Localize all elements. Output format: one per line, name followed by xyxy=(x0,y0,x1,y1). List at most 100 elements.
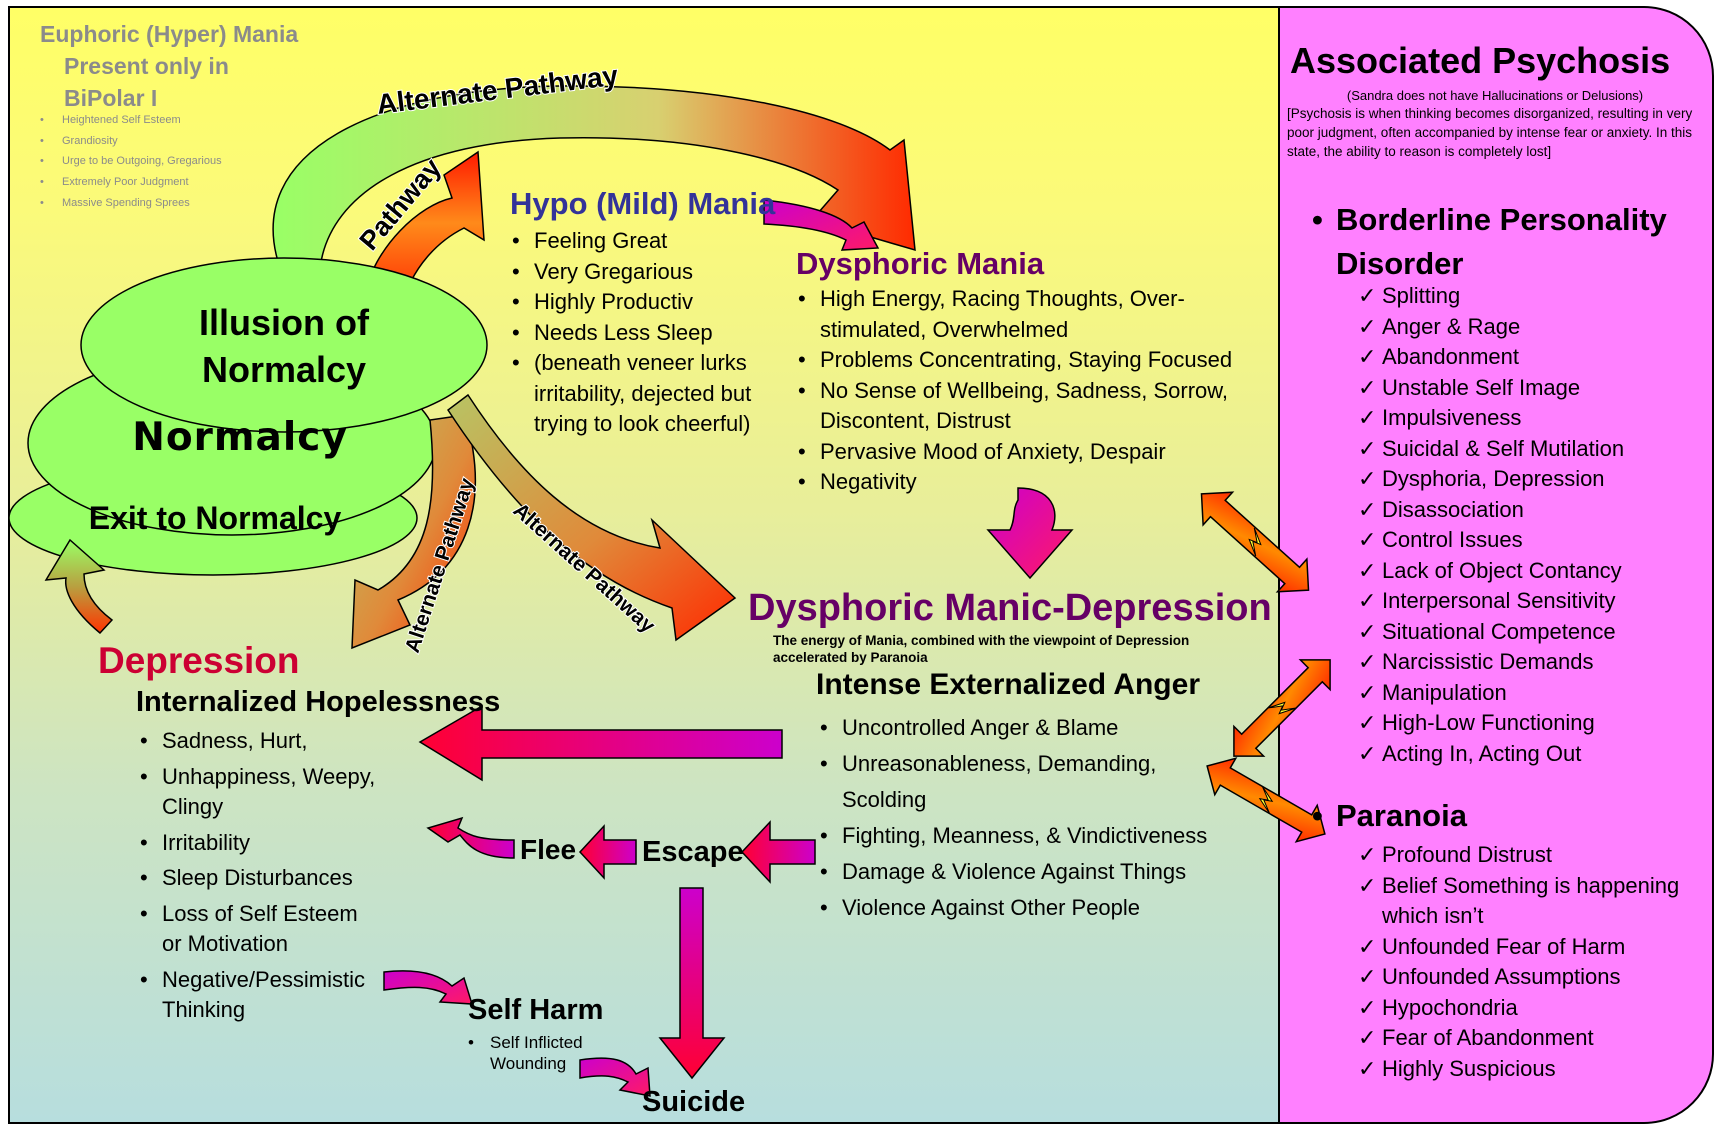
dmd-title: Dysphoric Manic-Depression xyxy=(748,587,1272,629)
list-item: Narcissistic Demands xyxy=(1358,647,1688,678)
euphoric-line2: Present only in xyxy=(64,53,229,79)
list-item: Violence Against Other People xyxy=(818,890,1238,926)
list-item: Pervasive Mood of Anxiety, Despair xyxy=(796,437,1234,468)
self-harm-list: Self Inflicted Wounding xyxy=(466,1032,616,1074)
psychosis-title: Associated Psychosis xyxy=(1290,40,1671,81)
euphoric-line3: BiPolar I xyxy=(64,85,158,111)
hypo-mania-title: Hypo (Mild) Mania xyxy=(510,186,776,221)
escape-to-flee-arrow xyxy=(578,824,637,880)
list-item: Unfounded Fear of Harm xyxy=(1358,932,1688,963)
list-item: Urge to be Outgoing, Gregarious xyxy=(38,151,278,172)
list-item: Massive Spending Sprees xyxy=(38,193,278,214)
list-item: Interpersonal Sensitivity xyxy=(1358,586,1688,617)
to-self-harm-arrow xyxy=(383,970,474,1005)
list-item: Unreasonableness, Demanding, Scolding xyxy=(818,746,1238,818)
list-item: Impulsiveness xyxy=(1358,403,1688,434)
list-item: Unfounded Assumptions xyxy=(1358,962,1688,993)
list-item: Very Gregarious xyxy=(510,257,810,288)
list-item: Negative/Pessimistic Thinking xyxy=(138,965,392,1026)
euphoric-list: Heightened Self Esteem Grandiosity Urge … xyxy=(38,110,278,214)
list-item: Feeling Great xyxy=(510,226,810,257)
dysphoric-mania-list: High Energy, Racing Thoughts, Over-stimu… xyxy=(796,284,1234,498)
bpd-title: Borderline Personality Disorder xyxy=(1336,202,1667,281)
bpd-list: Splitting Anger & Rage Abandonment Unsta… xyxy=(1358,281,1688,769)
pathway-arrow xyxy=(361,150,485,311)
list-item: Negativity xyxy=(796,467,1234,498)
list-item: Self Inflicted Wounding xyxy=(466,1032,616,1074)
flee-out-arrow xyxy=(426,816,515,859)
escape-to-suicide-arrow xyxy=(658,887,726,1080)
alternate-pathway-dmd-arrow xyxy=(446,393,737,642)
suicide-label: Suicide xyxy=(642,1086,746,1118)
list-item: Grandiosity xyxy=(38,131,278,152)
flee-label: Flee xyxy=(520,834,577,865)
exit-to-normalcy-label: Exit to Normalcy xyxy=(88,500,342,536)
bullet-icon: • xyxy=(1312,202,1323,237)
list-item: Highly Productiv xyxy=(510,287,810,318)
illusion-of-normalcy-label: Illusion of Normalcy xyxy=(199,302,369,390)
lightning-arrow-1 xyxy=(1200,491,1310,593)
dysphoric-mania-title: Dysphoric Mania xyxy=(796,246,1045,281)
bpd-block: • Borderline Personality Disorder xyxy=(1312,198,1692,286)
exit-arrow xyxy=(44,538,114,635)
list-item: Abandonment xyxy=(1358,342,1688,373)
depression-list: Sadness, Hurt, Unhappiness, Weepy, Cling… xyxy=(138,726,438,1026)
list-item: Splitting xyxy=(1358,281,1688,312)
lightning-arrow-2 xyxy=(1233,659,1331,757)
dysphoric-to-dmd-arrow xyxy=(986,487,1074,580)
list-item: Extremely Poor Judgment xyxy=(38,172,278,193)
bullet-icon: • xyxy=(1312,798,1323,833)
list-item: Problems Concentrating, Staying Focused xyxy=(796,345,1234,376)
dmd-subtitle: The energy of Mania, combined with the v… xyxy=(773,633,1190,665)
paranoia-block: • Paranoia xyxy=(1312,798,1692,834)
list-item: Unhappiness, Weepy, Clingy xyxy=(138,762,438,823)
list-item: Disassociation xyxy=(1358,495,1688,526)
list-item: Sadness, Hurt, xyxy=(138,726,438,757)
escape-label: Escape xyxy=(642,836,744,868)
list-item: Belief Something is happening which isn’… xyxy=(1358,871,1688,932)
self-harm-label: Self Harm xyxy=(468,994,604,1026)
list-item: Acting In, Acting Out xyxy=(1358,739,1688,770)
depression-subtitle: Internalized Hopelessness xyxy=(136,686,501,718)
list-item: Profound Distrust xyxy=(1358,840,1688,871)
paranoia-list: Profound Distrust Belief Something is ha… xyxy=(1358,840,1688,1084)
illusion-ellipse xyxy=(80,257,488,433)
list-item: Loss of Self Esteem or Motivation xyxy=(138,899,372,960)
list-item: Highly Suspicious xyxy=(1358,1054,1688,1085)
list-item: Hypochondria xyxy=(1358,993,1688,1024)
list-item: Dysphoria, Depression xyxy=(1358,464,1688,495)
anger-title: Intense Externalized Anger xyxy=(816,668,1200,701)
list-item: Fighting, Meanness, & Vindictiveness xyxy=(818,818,1238,854)
list-item: Anger & Rage xyxy=(1358,312,1688,343)
depression-title: Depression xyxy=(98,640,300,681)
list-item: Sleep Disturbances xyxy=(138,863,438,894)
psychosis-description: [Psychosis is when thinking becomes diso… xyxy=(1287,106,1693,159)
to-escape-arrow xyxy=(740,820,816,884)
list-item: Uncontrolled Anger & Blame xyxy=(818,710,1238,746)
list-item: Heightened Self Esteem xyxy=(38,110,278,131)
list-item: (beneath veneer lurks irritability, deje… xyxy=(510,348,810,440)
list-item: Fear of Abandonment xyxy=(1358,1023,1688,1054)
list-item: Lack of Object Contancy xyxy=(1358,556,1688,587)
list-item: High Energy, Racing Thoughts, Over-stimu… xyxy=(796,284,1234,345)
list-item: Unstable Self Image xyxy=(1358,373,1688,404)
list-item: Needs Less Sleep xyxy=(510,318,810,349)
list-item: Suicidal & Self Mutilation xyxy=(1358,434,1688,465)
list-item: Irritability xyxy=(138,828,438,859)
alternate-pathway-top-arrow xyxy=(272,85,916,269)
euphoric-title: Euphoric (Hyper) Mania xyxy=(40,21,299,47)
euphoric-mania-block: Euphoric (Hyper) Mania Present only in B… xyxy=(40,18,298,114)
list-item: High-Low Functioning xyxy=(1358,708,1688,739)
normalcy-label: Normalcy xyxy=(132,415,348,460)
paranoia-title: Paranoia xyxy=(1336,798,1467,833)
list-item: Damage & Violence Against Things xyxy=(818,854,1238,890)
list-item: Situational Competence xyxy=(1358,617,1688,648)
hypo-mania-list: Feeling Great Very Gregarious Highly Pro… xyxy=(510,226,810,440)
anger-list: Uncontrolled Anger & Blame Unreasonablen… xyxy=(818,710,1238,926)
alternate-pathway-depression-arrow xyxy=(351,414,476,650)
dmd-to-depression-arrow xyxy=(418,704,783,782)
psychosis-note: (Sandra does not have Hallucinations or … xyxy=(1346,88,1644,103)
list-item: Manipulation xyxy=(1358,678,1688,709)
list-item: No Sense of Wellbeing, Sadness, Sorrow, … xyxy=(796,376,1234,437)
